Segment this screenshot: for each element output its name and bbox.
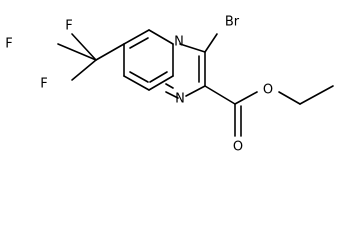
bond-c3-c2	[148, 75, 174, 91]
bond-o-ch2	[278, 91, 301, 105]
bond-c7-cf3	[95, 43, 125, 61]
bond-carbonyl-o-ether	[234, 91, 258, 105]
bond-n4-c4	[148, 29, 174, 45]
bond-n1-c8a-inner	[165, 91, 179, 99]
bond-ch2-ch3	[299, 85, 334, 105]
bromine-label: Br	[225, 15, 240, 30]
bond-c3-c2-inner	[149, 71, 168, 83]
bond-c3-br	[204, 33, 218, 53]
cf3-group	[57, 33, 125, 81]
ester-group	[204, 85, 334, 137]
bond-cf3-f-top	[71, 33, 97, 61]
bridgehead-nitrogen-label: N	[174, 35, 184, 50]
fluorine-left-label: F	[5, 37, 12, 52]
bond-c2-c5-inner	[129, 71, 149, 83]
structure-diagram: Br N N O O F F F	[5, 15, 334, 155]
imine-nitrogen-label: N	[175, 92, 185, 107]
fluorine-bottom-label: F	[40, 77, 47, 92]
bond-n-c3	[179, 43, 206, 53]
bond-cf3-f-bottom	[71, 59, 97, 81]
bond-c6-n4	[123, 29, 150, 45]
bond-c6-n4-inner	[129, 37, 149, 49]
bond-c2-c5	[123, 75, 150, 91]
carbonyl-oxygen-label: O	[233, 140, 243, 155]
imidazole-ring	[165, 43, 206, 99]
molecule-drawing: Br N N O O F F F	[5, 15, 334, 155]
bond-c2-n1	[185, 85, 206, 97]
bond-cf3-f-left	[57, 43, 97, 61]
ether-oxygen-label: O	[263, 83, 273, 98]
fluorine-top-label: F	[65, 19, 72, 34]
bond-c2-carbonyl	[204, 85, 236, 105]
atom-labels: Br N N O O F F F	[5, 15, 273, 155]
bond-n1-c8a	[165, 83, 174, 89]
pyridine-ring	[123, 29, 174, 91]
